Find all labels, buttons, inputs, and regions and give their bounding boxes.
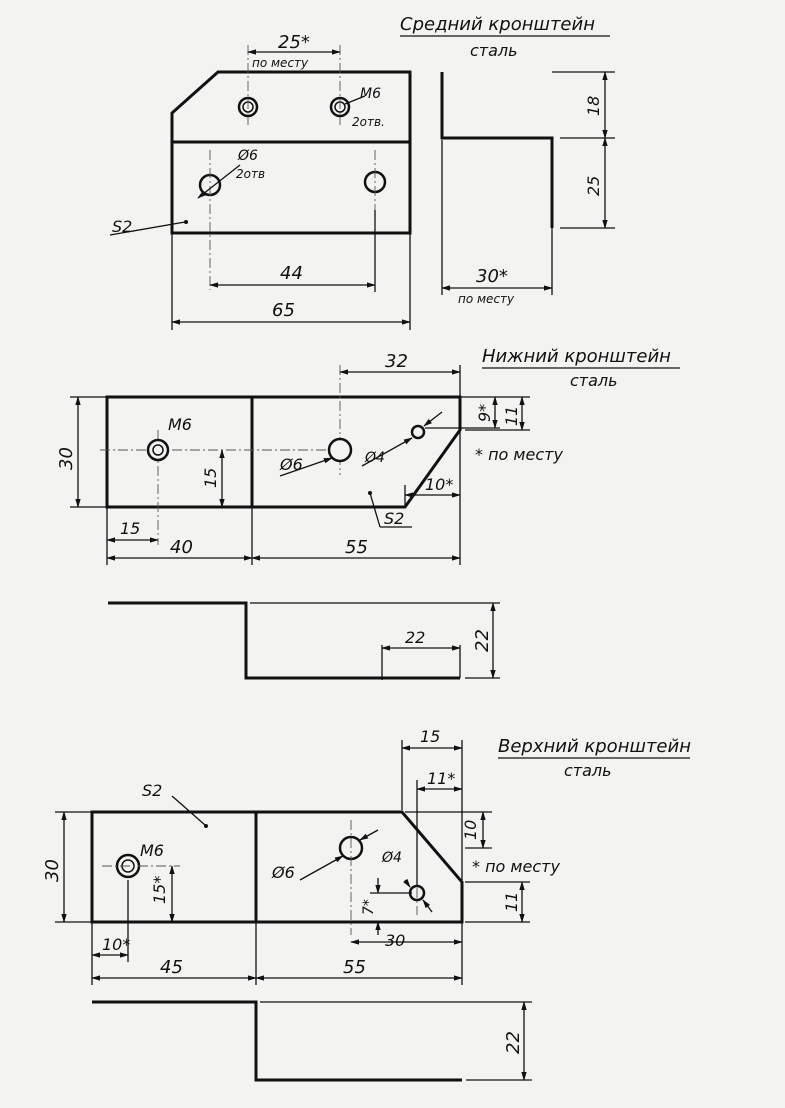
label-m6: М6 <box>360 86 381 102</box>
middle-bracket-group: Средний кронштейн сталь 25* по месту М6 … <box>109 14 615 330</box>
upper-bracket-group: Верхний кронштейн сталь 15 11* S2 <box>42 727 691 1082</box>
dim-22-vertical: 22 <box>503 1031 524 1054</box>
d4-hole <box>410 424 426 440</box>
title-upper-bracket: Верхний кронштейн <box>498 736 691 757</box>
dim-15-vertical: 15* <box>150 876 169 904</box>
dim-15: 15 <box>420 727 440 746</box>
dim-10: 10* <box>102 935 130 954</box>
plate-outline <box>90 810 464 924</box>
label-d6: Ø6 <box>271 863 295 882</box>
leader-line <box>422 899 433 913</box>
dim-10: 10* <box>425 475 453 494</box>
label-m6: М6 <box>168 415 192 434</box>
label-m6-count: 2отв. <box>352 115 385 129</box>
dim-7: 7* <box>361 899 377 915</box>
bent-profile <box>108 601 460 680</box>
lower-bracket-group: Нижний кронштейн сталь 32 9* 11 <box>56 346 680 680</box>
dim-44: 44 <box>280 263 303 284</box>
leader-line <box>361 437 413 467</box>
material-label: сталь <box>564 761 612 780</box>
title-middle-bracket: Средний кронштейн <box>400 14 595 35</box>
front-view: 25* по месту М6 2отв. Ø6 2отв S2 44 65 <box>109 32 412 330</box>
front-view: 32 9* 11 30 М6 15 Ø6 Ø4 <box>56 351 563 565</box>
material-label: сталь <box>570 371 618 390</box>
dim-11: 11* <box>427 769 455 788</box>
label-d6: Ø6 <box>279 455 303 474</box>
front-view: 15 11* S2 10 30 М6 15* <box>42 727 560 985</box>
leader-line <box>359 829 379 841</box>
bent-profile <box>92 1000 462 1082</box>
note-fit-in-place: * по месту <box>472 857 560 876</box>
label-s2: S2 <box>384 509 404 528</box>
label-m6: М6 <box>140 841 164 860</box>
bent-profile <box>440 72 554 228</box>
dim-11-vertical: 11 <box>502 892 521 912</box>
dim-15: 15 <box>120 519 140 538</box>
dim-65: 65 <box>272 300 295 321</box>
leader-line <box>403 878 411 888</box>
label-d6-count: 2отв <box>236 167 265 181</box>
label-d4: Ø4 <box>381 850 402 866</box>
label-s2: S2 <box>142 781 162 800</box>
leader-line <box>423 411 443 427</box>
dim-11: 11 <box>502 406 521 426</box>
dim-9: 9* <box>475 404 494 422</box>
dim-40: 40 <box>170 537 193 558</box>
side-view: 22 22 <box>108 601 500 680</box>
note-fit-in-place: * по месту <box>475 445 563 464</box>
dim-22: 22 <box>405 628 425 647</box>
dim-30-horizontal: 30 <box>385 931 405 950</box>
dim-30-note: по месту <box>458 292 515 306</box>
dim-32: 32 <box>385 351 408 372</box>
dim-55: 55 <box>345 537 368 558</box>
dim-30: 30 <box>56 447 77 470</box>
side-view: 22 <box>92 1000 532 1082</box>
label-d6: Ø6 <box>237 148 258 164</box>
side-view: 18 25 30* по месту <box>440 71 615 306</box>
leader-line <box>344 95 366 105</box>
m6-hole <box>146 438 170 462</box>
leader-line <box>109 221 186 236</box>
dim-10-vertical: 10 <box>461 820 480 840</box>
dim-22-vertical: 22 <box>472 629 493 652</box>
leader-line <box>299 855 344 881</box>
leader-line <box>369 492 381 528</box>
leader-dot <box>184 220 188 224</box>
plate-outline <box>105 395 462 509</box>
m6-hole-inner <box>152 444 164 456</box>
leader-line <box>197 164 241 199</box>
dim-55: 55 <box>343 957 366 978</box>
material-label: сталь <box>470 41 518 60</box>
d6-hole <box>327 437 353 463</box>
dim-45: 45 <box>160 957 183 978</box>
dim-30: 30 <box>42 859 63 882</box>
plate-outline <box>170 70 412 235</box>
dim-25-note: по месту <box>252 56 309 70</box>
dim-18: 18 <box>584 96 603 116</box>
label-s2: S2 <box>112 217 132 236</box>
leader-dot <box>204 824 208 828</box>
leader-line <box>279 457 333 477</box>
dim-25: 25* <box>278 32 310 53</box>
leader-line <box>171 795 206 826</box>
dim-15-vertical: 15 <box>201 468 220 488</box>
dim-30: 30* <box>476 266 508 287</box>
dim-25-vertical: 25 <box>584 176 603 196</box>
leader-dot <box>368 491 372 495</box>
label-d4: Ø4 <box>364 450 385 466</box>
title-lower-bracket: Нижний кронштейн <box>482 346 671 367</box>
